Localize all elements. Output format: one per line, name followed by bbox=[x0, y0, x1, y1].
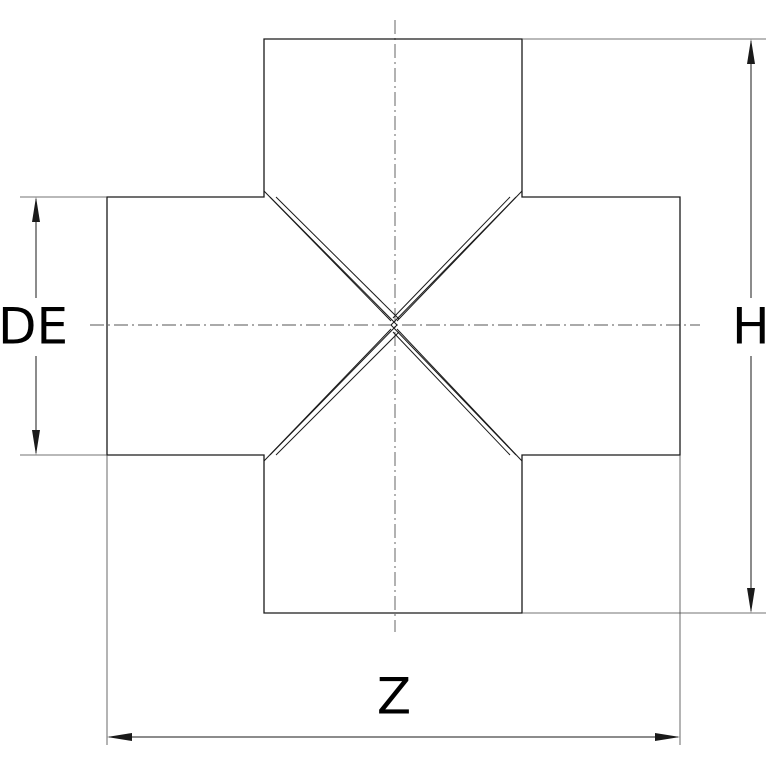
label-de-backdrop bbox=[0, 298, 70, 356]
cross-fitting-outline bbox=[106, 38, 681, 614]
label-de: DE bbox=[0, 298, 68, 356]
seam-top-right-2 bbox=[390, 196, 517, 326]
dim-h-arrow-top bbox=[747, 39, 755, 64]
dim-de-arrow-top bbox=[32, 197, 40, 222]
seam-top-left-2 bbox=[269, 196, 398, 326]
seam-top-right-3 bbox=[392, 196, 511, 319]
dimension-z bbox=[107, 733, 680, 741]
label-z: Z bbox=[377, 668, 411, 726]
seam-bottom-left-2 bbox=[269, 324, 398, 456]
dim-z-arrow-right bbox=[655, 733, 680, 741]
dim-z-arrow-left bbox=[107, 733, 132, 741]
label-h-backdrop bbox=[730, 298, 768, 356]
dim-h-arrow-bottom bbox=[747, 588, 755, 613]
mitre-seams bbox=[263, 190, 523, 462]
dim-de-arrow-bottom bbox=[32, 430, 40, 455]
seam-bottom-right-2 bbox=[390, 324, 517, 456]
extension-lines bbox=[20, 38, 766, 745]
seam-top-left-3 bbox=[275, 196, 400, 320]
label-h: H bbox=[732, 298, 768, 356]
seam-bottom-right-3 bbox=[392, 331, 511, 456]
seam-bottom-left-3 bbox=[275, 331, 400, 456]
